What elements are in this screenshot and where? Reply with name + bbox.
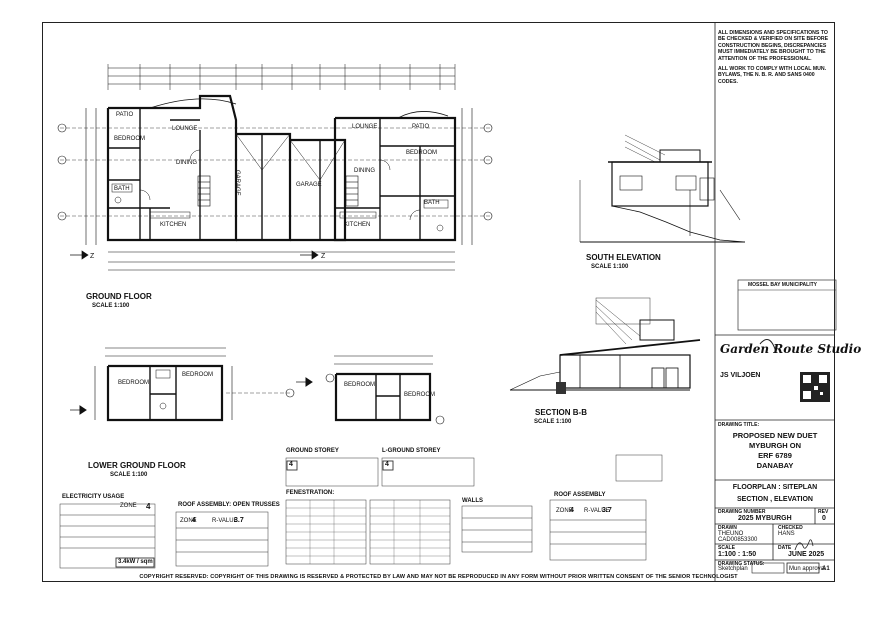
electricity-zone-label: ZONE bbox=[120, 503, 137, 509]
room-label-bath-right: BATH bbox=[424, 200, 440, 206]
general-notes-para2: ALL WORK TO COMPLY WITH LOCAL MUN. BYLAW… bbox=[718, 66, 827, 85]
room-label-bedroom-lg1: BEDROOM bbox=[118, 380, 150, 386]
room-label-lounge-left: LOUNGE bbox=[172, 126, 198, 132]
lower-ground-floor-scale: SCALE 1:100 bbox=[110, 472, 148, 478]
south-elevation-drawing bbox=[579, 134, 746, 243]
status-sketchplan: Sketchplan bbox=[718, 566, 748, 572]
date-value: JUNE 2025 bbox=[788, 551, 825, 558]
drawing-number: 2025 MYBURGH bbox=[738, 515, 792, 522]
south-elevation-scale: SCALE 1:100 bbox=[591, 264, 629, 270]
room-label-patio-left: PATIO bbox=[116, 112, 134, 118]
room-label-garage-right: GARAGE bbox=[296, 182, 322, 188]
title-line-1: PROPOSED NEW DUET bbox=[732, 431, 818, 440]
checked-by: HANS bbox=[778, 531, 795, 537]
sheet-line-1: FLOORPLAN : SITEPLAN bbox=[732, 484, 818, 491]
sheet-contents: FLOORPLAN : SITEPLAN SECTION , ELEVATION bbox=[715, 482, 835, 506]
studio-logo: Garden Route Studio bbox=[720, 342, 862, 356]
studio-name: JS VILJOEN bbox=[720, 372, 761, 379]
room-label-bedroom-left: BEDROOM bbox=[114, 136, 146, 142]
roof-assembly-open-heading: ROOF ASSEMBLY: OPEN TRUSSES bbox=[178, 502, 280, 508]
status-mun-approval: Mun approval bbox=[789, 566, 826, 572]
ground-storey-heading: GROUND STOREY bbox=[286, 448, 339, 454]
roof-assembly-zone-label: ZONE bbox=[556, 508, 573, 514]
roof-assembly-rvalue-label: R-VALUE bbox=[584, 508, 610, 514]
roof-rvalue-value: 3.7 bbox=[234, 517, 244, 524]
room-label-lounge-right: LOUNGE bbox=[352, 124, 378, 130]
roof-assembly-heading: ROOF ASSEMBLY bbox=[554, 492, 606, 498]
room-label-bedroom-lg2: BEDROOM bbox=[182, 372, 214, 378]
svg-text:Z: Z bbox=[321, 253, 326, 260]
room-label-bedroom-right: BEDROOM bbox=[406, 150, 438, 156]
lground-storey-zone-value: 4 bbox=[385, 461, 389, 468]
svg-text:Z: Z bbox=[90, 253, 95, 260]
south-elevation-title: SOUTH ELEVATION bbox=[586, 253, 661, 262]
checked-label: CHECKED bbox=[778, 525, 803, 531]
ground-storey-zone-value: 4 bbox=[289, 461, 293, 468]
lower-ground-floor-plan bbox=[70, 347, 445, 425]
section-bb-drawing bbox=[509, 299, 701, 394]
schedules-graphics bbox=[59, 279, 837, 569]
rev-label: REV bbox=[818, 509, 829, 515]
date-label: DATE bbox=[778, 545, 792, 551]
fenestration-heading: FENESTRATION: bbox=[286, 490, 335, 496]
scale-label: SCALE bbox=[718, 545, 735, 551]
title-line-2: MYBURGH ON bbox=[748, 441, 802, 450]
section-bb-title: SECTION B-B bbox=[535, 408, 587, 417]
rev-value: 0 bbox=[822, 515, 826, 522]
drawing-title-label: DRAWING TITLE: bbox=[718, 422, 760, 428]
general-notes-para1: ALL DIMENSIONS AND SPECIFICATIONS TO BE … bbox=[718, 30, 829, 62]
municipality-stamp-title: MOSSEL BAY MUNICIPALITY bbox=[748, 282, 817, 288]
drawn-by: THEUNO bbox=[718, 531, 744, 537]
section-bb-scale: SCALE 1:100 bbox=[534, 419, 572, 425]
sheet-line-2: SECTION , ELEVATION bbox=[737, 496, 813, 503]
walls-heading: WALLS bbox=[462, 498, 483, 504]
room-label-kitchen-right: KITCHEN bbox=[344, 222, 371, 228]
drawing-number-label: DRAWING NUMBER bbox=[718, 509, 766, 515]
lground-storey-heading: L-GROUND STOREY bbox=[382, 448, 441, 454]
room-label-kitchen-left: KITCHEN bbox=[160, 222, 187, 228]
drawing-sheet-border bbox=[42, 22, 835, 582]
lower-ground-floor-title: LOWER GROUND FLOOR bbox=[88, 461, 186, 470]
title-block-lines bbox=[714, 22, 835, 582]
sheet-size: A1 bbox=[822, 566, 830, 572]
electricity-usage-heading: ELECTRICITY USAGE bbox=[62, 494, 125, 500]
title-line-3: ERF 6789 bbox=[758, 451, 792, 460]
copyright-footer: COPYRIGHT RESERVED: COPYRIGHT OF THIS DR… bbox=[139, 574, 738, 580]
roof-assembly-zone-value: 4 bbox=[570, 507, 574, 514]
title-line-4: DANABAY bbox=[756, 461, 794, 470]
roof-assembly-rvalue-value: 3.7 bbox=[602, 507, 612, 514]
drawing-status-label: DRAWING STATUS: bbox=[718, 561, 765, 567]
general-notes: ALL DIMENSIONS AND SPECIFICATIONS TO BE … bbox=[718, 30, 830, 85]
room-label-dining-left: DINING bbox=[176, 160, 197, 166]
drawing-title: PROPOSED NEW DUET MYBURGH ON ERF 6789 DA… bbox=[715, 431, 835, 471]
electricity-zone-value: 4 bbox=[146, 502, 151, 511]
ground-floor-plan: Z Z bbox=[57, 64, 493, 271]
room-label-garage-left: GARAGE bbox=[234, 170, 240, 196]
room-label-bedroom-lg4: BEDROOM bbox=[404, 392, 436, 398]
room-label-bath-left: BATH bbox=[114, 186, 130, 192]
ground-floor-title: GROUND FLOOR bbox=[86, 292, 152, 301]
room-label-bedroom-lg3: BEDROOM bbox=[344, 382, 376, 388]
roof-zone-value: 4 bbox=[192, 517, 196, 524]
roof-rvalue-label: R-VALUE bbox=[212, 518, 238, 524]
drawn-code: CAD00853300 bbox=[718, 537, 758, 543]
roof-zone-label: ZONE bbox=[180, 518, 197, 524]
ground-floor-scale: SCALE 1:100 bbox=[92, 303, 130, 309]
electricity-power-value: 3.4kW / sqm bbox=[118, 559, 153, 565]
scale-value: 1:100 : 1:50 bbox=[718, 551, 757, 558]
room-label-dining-right: DINING bbox=[354, 168, 375, 174]
room-label-patio-right: PATIO bbox=[412, 124, 430, 130]
drawn-label: DRAWN bbox=[718, 525, 737, 531]
